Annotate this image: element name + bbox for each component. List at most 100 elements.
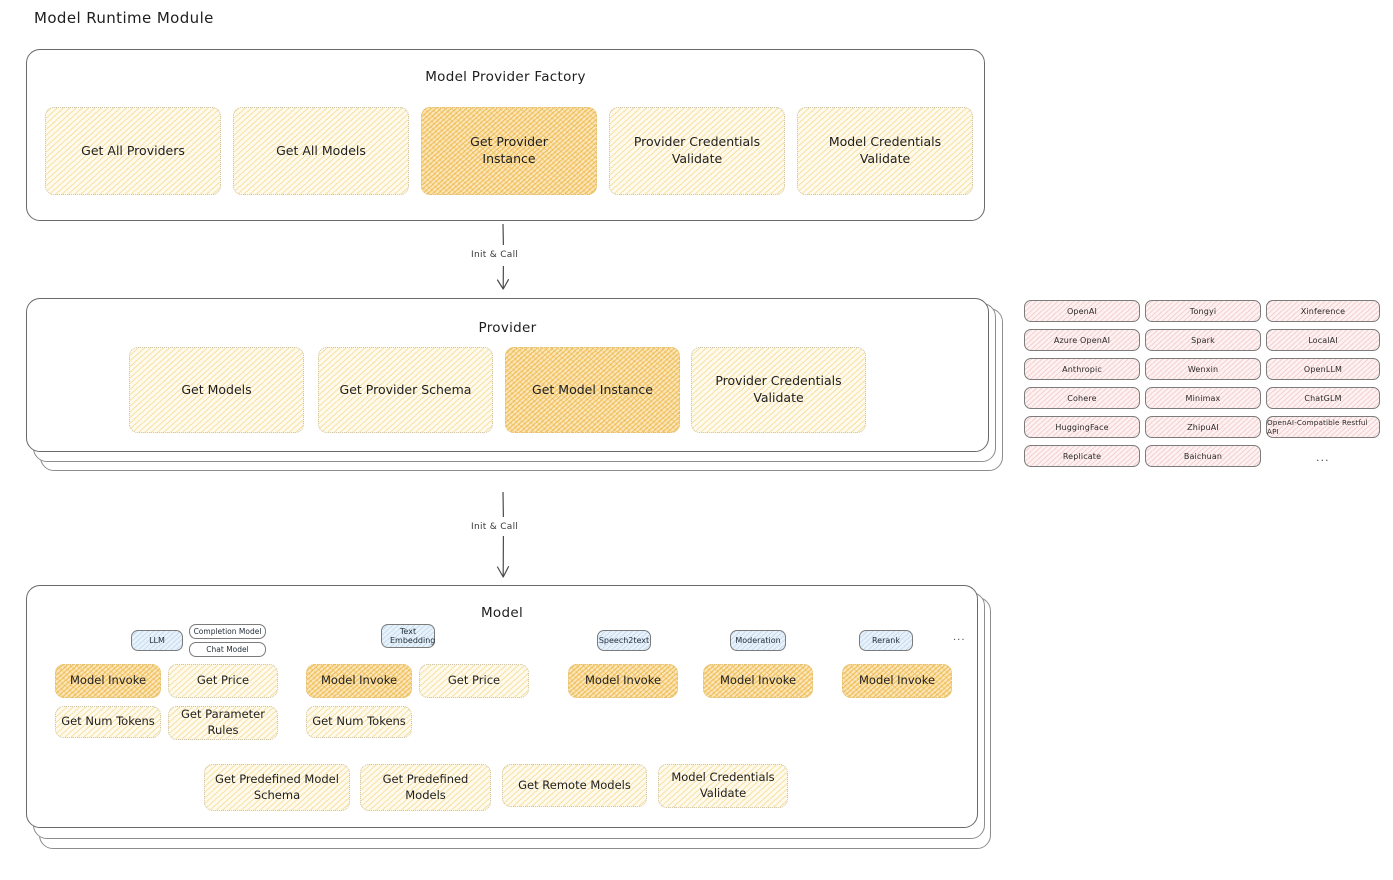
rerank-op-model-invoke[interactable]: Model Invoke	[842, 664, 952, 698]
provider-pill-wenxin[interactable]: Wenxin	[1145, 358, 1261, 380]
model-types-more-ellipsis: ...	[953, 632, 966, 643]
pill-label: OpenAI	[1066, 306, 1098, 316]
pill-label: Spark	[1191, 335, 1215, 345]
box-label: Get Num Tokens	[61, 714, 155, 729]
factory-box-provider-credentials-validate[interactable]: Provider Credentials Validate	[609, 107, 785, 195]
arrow-factory-to-provider: Init & Call	[471, 223, 538, 296]
factory-box-get-all-providers[interactable]: Get All Providers	[45, 107, 221, 195]
box-label: Model Invoke	[858, 673, 936, 688]
section-model-provider-factory: Model Provider Factory Get All Providers…	[26, 49, 985, 221]
section-title-model: Model	[480, 605, 524, 621]
badge-label: Moderation	[735, 635, 781, 645]
provider-pill-spark[interactable]: Spark	[1145, 329, 1261, 351]
badge-label: Text Embedding	[390, 626, 436, 645]
box-label: Get Parameter Rules	[181, 707, 265, 737]
text-embedding-op-get-num-tokens[interactable]: Get Num Tokens	[306, 706, 412, 738]
box-label: Get Provider Instance	[470, 134, 548, 166]
model-common-op-model-credentials-validate[interactable]: Model Credentials Validate	[658, 764, 788, 808]
pill-label: ChatGLM	[1304, 393, 1342, 403]
provider-pill-tongyi[interactable]: Tongyi	[1145, 300, 1261, 322]
arrow-label-init-call-2: Init & Call	[471, 522, 519, 532]
provider-pill-cohere[interactable]: Cohere	[1024, 387, 1140, 409]
llm-op-model-invoke[interactable]: Model Invoke	[55, 664, 161, 698]
factory-box-get-all-models[interactable]: Get All Models	[233, 107, 409, 195]
provider-pill-chatglm[interactable]: ChatGLM	[1266, 387, 1380, 409]
page-title: Model Runtime Module	[34, 9, 214, 27]
text-embedding-op-get-price[interactable]: Get Price	[419, 664, 529, 698]
box-label: Model Credentials Validate	[828, 134, 942, 166]
model-type-badge-moderation[interactable]: Moderation	[730, 630, 786, 651]
box-label: Get Price	[447, 673, 501, 688]
factory-box-model-credentials-validate[interactable]: Model Credentials Validate	[797, 107, 973, 195]
provider-pill-huggingface[interactable]: HuggingFace	[1024, 416, 1140, 438]
provider-pill-xinference[interactable]: Xinference	[1266, 300, 1380, 322]
factory-box-get-provider-instance[interactable]: Get Provider Instance	[421, 107, 597, 195]
section-provider: Provider Get Models Get Provider Schema …	[26, 298, 989, 452]
model-common-op-get-remote-models[interactable]: Get Remote Models	[502, 764, 647, 807]
pill-label: OpenLLM	[1303, 364, 1343, 374]
badge-label: Chat Model	[206, 645, 249, 654]
provider-pill-anthropic[interactable]: Anthropic	[1024, 358, 1140, 380]
pill-label: Baichuan	[1183, 451, 1223, 461]
pill-label: Replicate	[1062, 451, 1102, 461]
badge-label: Rerank	[871, 635, 900, 645]
provider-pill-replicate[interactable]: Replicate	[1024, 445, 1140, 467]
provider-pill-openllm[interactable]: OpenLLM	[1266, 358, 1380, 380]
pill-label: Wenxin	[1187, 364, 1219, 374]
badge-label: LLM	[149, 635, 165, 645]
provider-pill-baichuan[interactable]: Baichuan	[1145, 445, 1261, 467]
provider-box-provider-credentials-validate[interactable]: Provider Credentials Validate	[691, 347, 866, 433]
model-type-badge-rerank[interactable]: Rerank	[859, 630, 913, 651]
pill-label: Anthropic	[1062, 364, 1102, 374]
box-label: Get Model Instance	[532, 381, 653, 397]
llm-op-get-num-tokens[interactable]: Get Num Tokens	[55, 706, 161, 738]
model-subtype-chat-model[interactable]: Chat Model	[189, 642, 266, 657]
arrow-icon	[496, 491, 510, 578]
pill-label: OpenAI-Compatible Restful API	[1267, 418, 1368, 436]
box-label: Get Predefined Model Schema	[215, 771, 339, 802]
pill-label: Xinference	[1300, 306, 1346, 316]
box-label: Model Invoke	[719, 673, 797, 688]
section-model: Model LLM Completion Model Chat Model Mo…	[26, 585, 978, 828]
pill-label: ZhipuAI	[1187, 422, 1219, 432]
box-label: Get All Models	[276, 142, 366, 158]
model-common-op-get-predefined-model-schema[interactable]: Get Predefined Model Schema	[204, 764, 350, 811]
pill-label: HuggingFace	[1055, 422, 1109, 432]
box-label: Model Invoke	[320, 673, 398, 688]
provider-pill-zhipuai[interactable]: ZhipuAI	[1145, 416, 1261, 438]
provider-pill-azure-openai[interactable]: Azure OpenAI	[1024, 329, 1140, 351]
speech2text-op-model-invoke[interactable]: Model Invoke	[568, 664, 678, 698]
badge-label: Speech2text	[598, 635, 650, 645]
provider-pill-minimax[interactable]: Minimax	[1145, 387, 1261, 409]
model-type-badge-llm[interactable]: LLM	[131, 630, 183, 651]
model-type-badge-speech2text[interactable]: Speech2text	[597, 630, 651, 651]
text-embedding-op-model-invoke[interactable]: Model Invoke	[306, 664, 412, 698]
box-label: Get Provider Schema	[339, 381, 472, 397]
box-label: Get All Providers	[81, 142, 185, 158]
box-label: Get Models	[181, 381, 252, 397]
arrow-provider-to-model: Init & Call	[471, 491, 538, 584]
model-subtype-completion-model[interactable]: Completion Model	[189, 624, 266, 639]
model-type-badge-text-embedding[interactable]: Text Embedding	[381, 624, 435, 648]
badge-label: Completion Model	[193, 627, 262, 636]
provider-box-get-provider-schema[interactable]: Get Provider Schema	[318, 347, 493, 433]
provider-box-get-models[interactable]: Get Models	[129, 347, 304, 433]
arrow-icon	[496, 223, 510, 290]
provider-pill-openai-compatible-restful-api[interactable]: OpenAI-Compatible Restful API	[1266, 416, 1380, 438]
pill-label: Minimax	[1185, 393, 1221, 403]
llm-op-get-price[interactable]: Get Price	[168, 664, 278, 698]
section-title-provider: Provider	[478, 320, 537, 336]
box-label: Get Price	[196, 673, 250, 688]
llm-op-get-parameter-rules[interactable]: Get Parameter Rules	[168, 706, 278, 740]
pill-label: Azure OpenAI	[1053, 335, 1111, 345]
pill-label: Cohere	[1067, 393, 1097, 403]
moderation-op-model-invoke[interactable]: Model Invoke	[703, 664, 813, 698]
box-label: Provider Credentials Validate	[633, 134, 761, 166]
pill-label: LocalAI	[1308, 335, 1338, 345]
provider-pill-openai[interactable]: OpenAI	[1024, 300, 1140, 322]
provider-list: OpenAI Azure OpenAI Anthropic Cohere Hug…	[1024, 300, 1380, 475]
model-common-op-get-predefined-models[interactable]: Get Predefined Models	[360, 764, 491, 811]
provider-pill-localai[interactable]: LocalAI	[1266, 329, 1380, 351]
provider-box-get-model-instance[interactable]: Get Model Instance	[505, 347, 680, 433]
